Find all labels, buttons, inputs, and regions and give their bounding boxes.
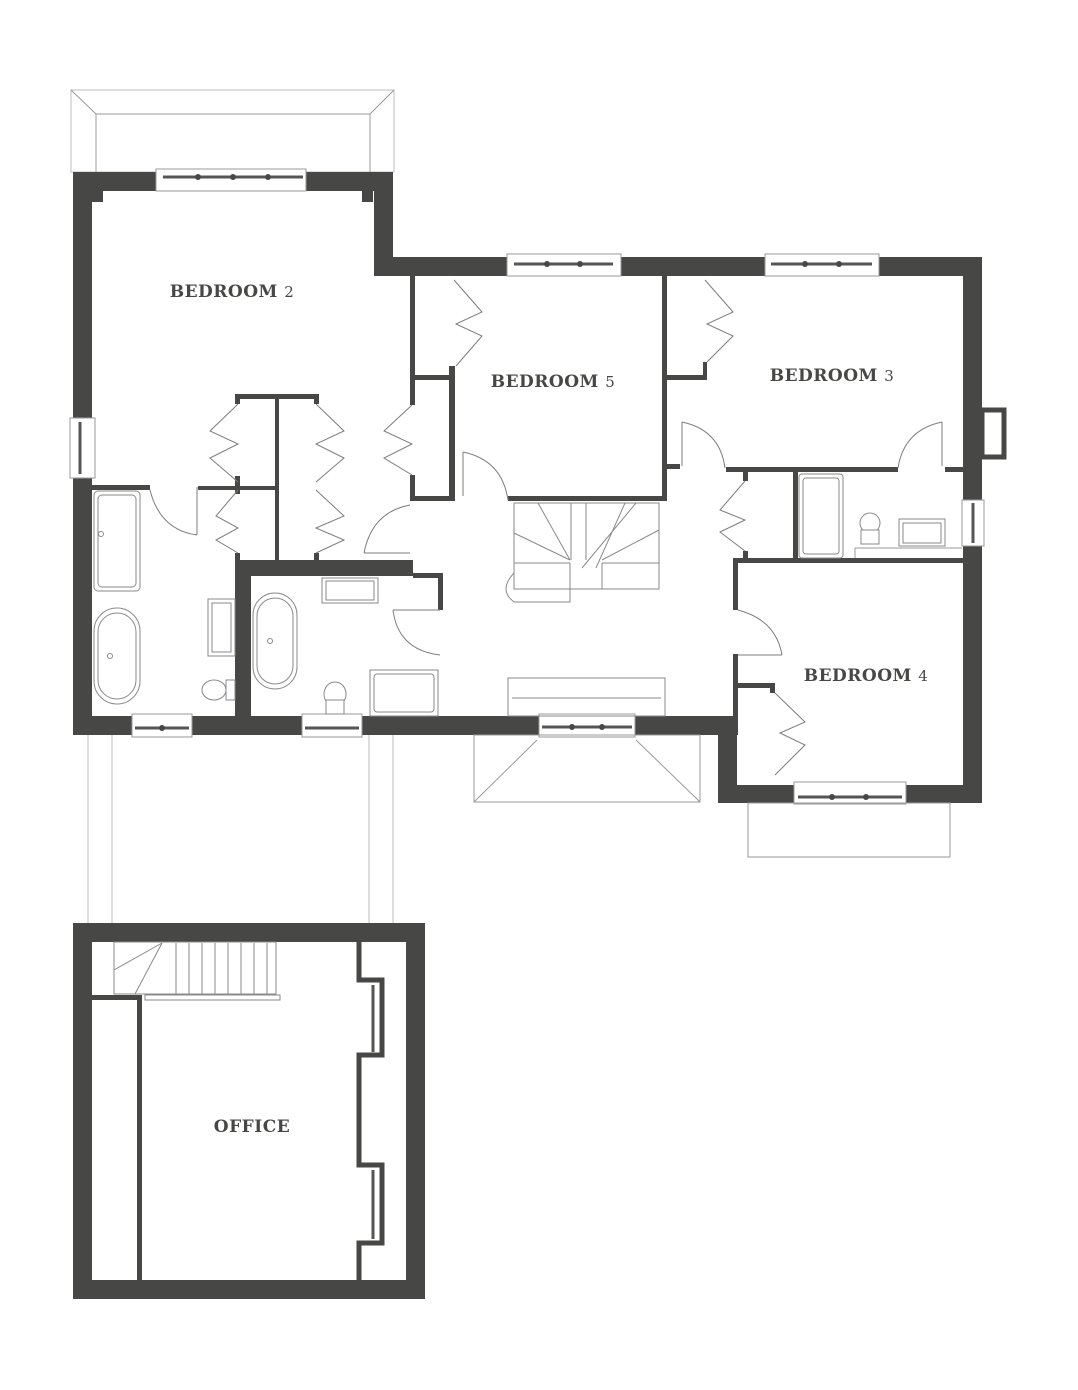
room-name: BEDROOM (169, 282, 278, 302)
room-label-bedroom-5: BEDROOM 5 (491, 372, 616, 392)
room-name: BEDROOM (803, 666, 912, 686)
room-number: 5 (605, 373, 616, 391)
windows (69, 168, 985, 805)
bay-roof-bottom (747, 802, 951, 858)
wardrobe-doors (209, 279, 806, 776)
porch-roof (473, 734, 701, 803)
doors (149, 421, 943, 656)
room-name: OFFICE (213, 1117, 291, 1137)
office-block (73, 923, 425, 1299)
room-number: 2 (284, 283, 295, 301)
room-label-bedroom-4: BEDROOM 4 (804, 666, 929, 686)
room-label-bedroom-2: BEDROOM 2 (170, 282, 295, 302)
room-name: BEDROOM (490, 372, 599, 392)
room-number: 4 (918, 667, 929, 685)
bay-roof-top (70, 89, 395, 173)
exterior-walls (73, 172, 1007, 803)
main-staircase (505, 502, 666, 717)
room-number: 3 (884, 367, 895, 385)
interior-walls (92, 275, 982, 735)
bathroom-fixtures (93, 473, 962, 717)
room-name: BEDROOM (769, 366, 878, 386)
room-label-office: OFFICE (214, 1117, 290, 1137)
link-walkway (87, 735, 394, 925)
room-label-bedroom-3: BEDROOM 3 (770, 366, 895, 386)
